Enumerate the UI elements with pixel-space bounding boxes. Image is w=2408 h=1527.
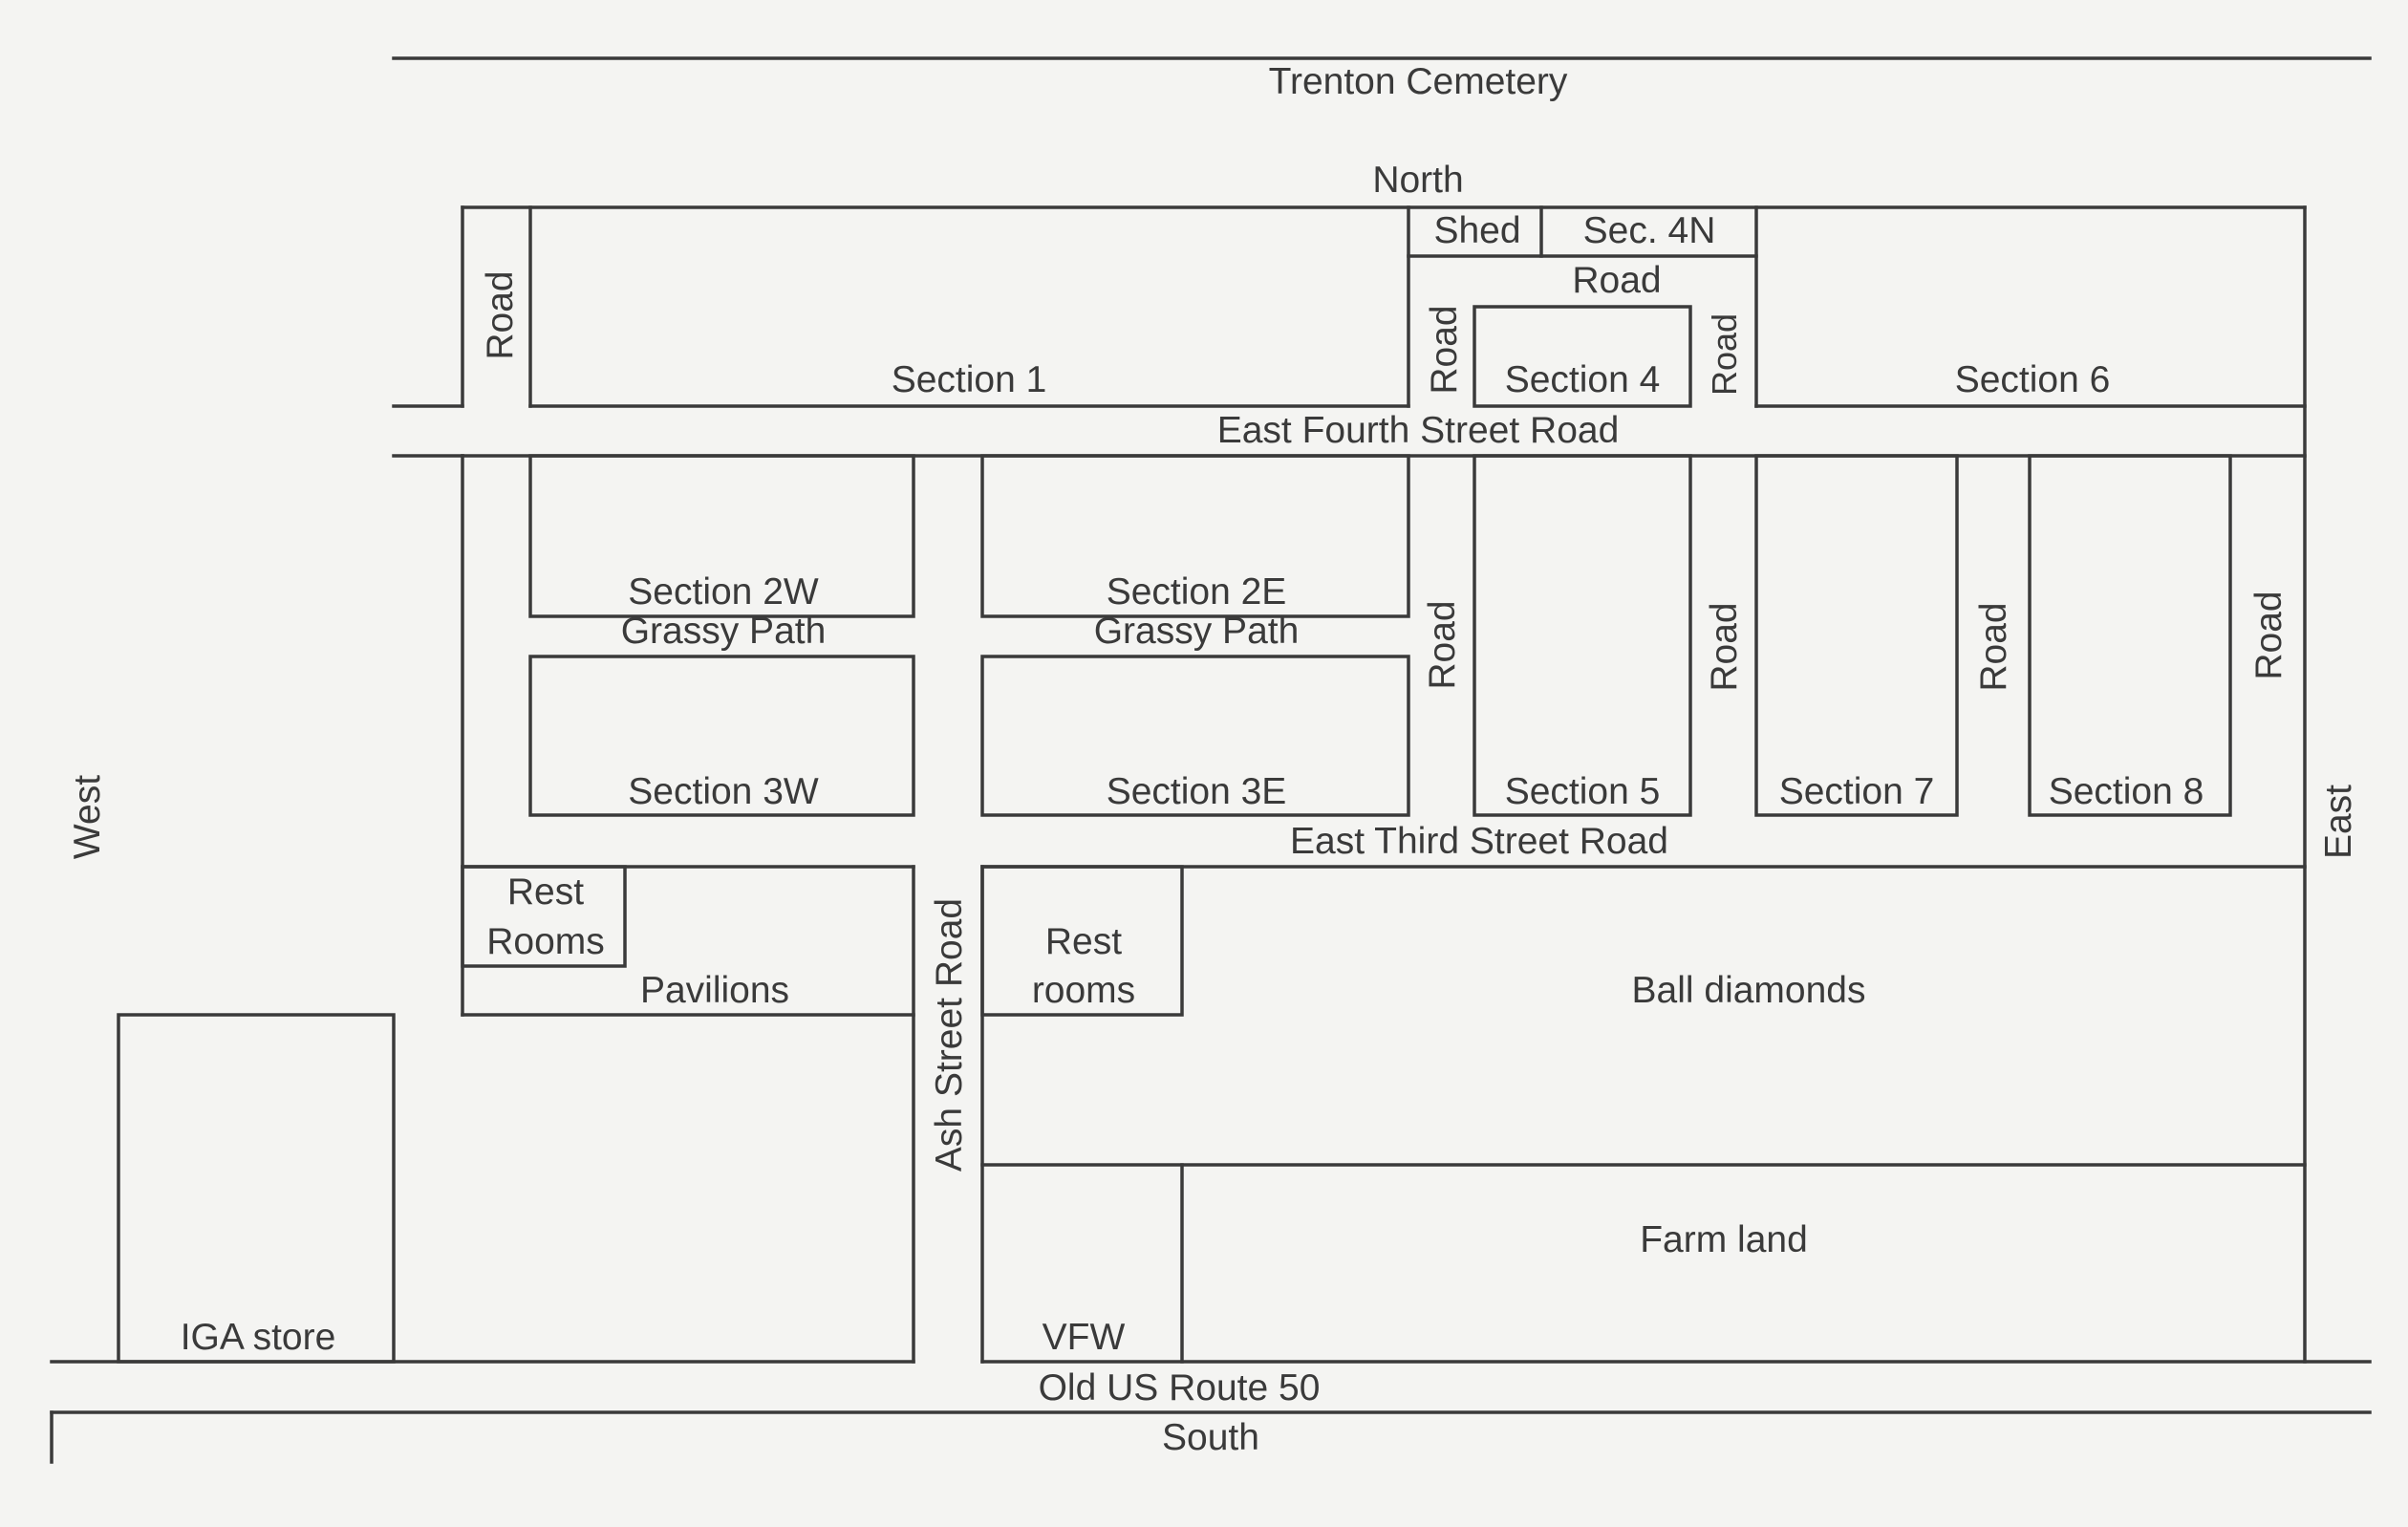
section-4-east-road-label: Road (1705, 313, 1744, 396)
rest-rooms-west-line1: Rest (507, 871, 584, 913)
ball-diamonds-label: Ball diamonds (1632, 970, 1866, 1011)
compass-south: South (1162, 1417, 1259, 1458)
rest-rooms-east-line2: rooms (1032, 970, 1135, 1011)
section-3w-box[interactable] (528, 655, 915, 817)
section-3e-box[interactable] (980, 655, 1410, 817)
section-2e-label: Section 2E (1107, 571, 1287, 613)
rest-rooms-east-line1: Rest (1045, 921, 1122, 962)
section-5-label: Section 5 (1505, 771, 1661, 812)
shed-label: Shed (1433, 210, 1520, 251)
west-road-label: Road (480, 270, 521, 359)
section-2w-box[interactable] (528, 454, 915, 618)
section-1-label: Section 1 (892, 359, 1047, 400)
section-3w-label: Section 3W (628, 771, 819, 812)
section-4-box[interactable] (1473, 305, 1692, 408)
east-fourth-street-label: East Fourth Street Road (1217, 410, 1620, 451)
pavilions-label: Pavilions (640, 970, 789, 1011)
section-5-box[interactable] (1473, 454, 1692, 817)
section-6-label: Section 6 (1955, 359, 2111, 400)
section-7-label: Section 7 (1779, 771, 1935, 812)
rest-rooms-west-box[interactable] (461, 865, 627, 968)
section-7-box[interactable] (1754, 454, 1959, 817)
iga-store-box[interactable] (117, 1013, 396, 1364)
road-east-of-section-7-label: Road (1973, 602, 2014, 691)
farm-land-label: Farm land (1640, 1219, 1808, 1260)
section-8-box[interactable] (2028, 454, 2232, 817)
east-third-street-label: East Third Street Road (1290, 821, 1668, 862)
rest-rooms-west-line2: Rooms (486, 921, 605, 962)
compass-north: North (1372, 160, 1463, 201)
grassy-path-west-label: Grassy Path (621, 611, 827, 652)
section-3e-label: Section 3E (1107, 771, 1287, 812)
old-us-route-50-label: Old US Route 50 (1039, 1367, 1321, 1409)
north-road-label: Road (1572, 260, 1661, 301)
compass-east: East (2318, 785, 2359, 859)
iga-store-label: IGA store (181, 1317, 336, 1358)
map-title: Trenton Cemetery (1269, 61, 1568, 102)
section-8-label: Section 8 (2049, 771, 2204, 812)
section-2e-box[interactable] (980, 454, 1410, 618)
section-4-label: Section 4 (1505, 359, 1661, 400)
section-2w-label: Section 2W (628, 571, 819, 613)
section-4n-label: Sec. 4N (1583, 210, 1716, 251)
compass-west: West (67, 775, 108, 859)
road-east-of-section-5-label: Road (1704, 602, 1745, 691)
road-west-of-section-5-label: Road (1422, 600, 1463, 689)
road-east-of-section-8-label: Road (2248, 591, 2290, 679)
ash-street-road-label: Ash Street Road (929, 898, 970, 1172)
grassy-path-east-label: Grassy Path (1094, 611, 1300, 652)
vfw-label: VFW (1043, 1317, 1126, 1358)
section-4-west-road-label: Road (1424, 305, 1465, 394)
rest-rooms-east-box[interactable] (980, 865, 1184, 1017)
